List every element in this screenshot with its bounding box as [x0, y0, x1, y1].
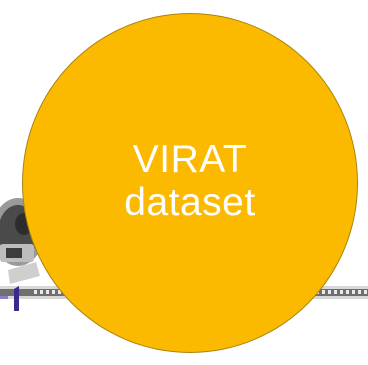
dataset-label-line1: VIRAT [132, 138, 248, 181]
countdown-digit [0, 286, 19, 311]
dataset-badge: VIRAT dataset [22, 13, 358, 353]
dataset-label: VIRAT dataset [23, 138, 357, 224]
dataset-label-line2: dataset [124, 181, 256, 224]
